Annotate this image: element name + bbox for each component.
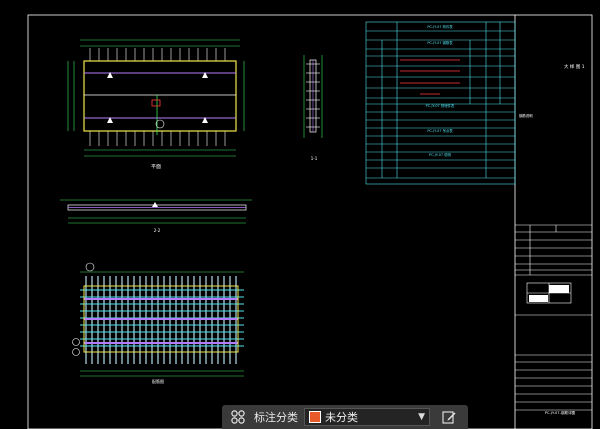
schedule-tables[interactable] [365, 21, 516, 185]
table-title-4: PC-JY-07 吊点表 [427, 128, 453, 133]
drawing-frame [27, 14, 593, 429]
category-color-swatch [309, 411, 321, 423]
category-select[interactable]: 未分类 ▼ [304, 408, 430, 426]
table-title-2: PC-JY-07 钢筋表 [427, 40, 453, 45]
section-2-2-label: 2-2 [154, 228, 161, 233]
rebar-view[interactable]: 配筋图 [72, 262, 245, 384]
table-title-3: PC-JY-07 预埋件表 [426, 103, 455, 108]
plan-view-label: 平面 [151, 164, 161, 170]
table-title-1: PC-JY-07 构件表 [427, 24, 453, 29]
grid-icon[interactable] [226, 405, 250, 429]
chevron-down-icon: ▼ [418, 412, 425, 422]
edit-icon[interactable] [438, 406, 460, 428]
rebar-view-label: 配筋图 [152, 378, 164, 384]
annotation-category-label: 标注分类 [254, 411, 298, 424]
section-1-1-label: 1-1 [311, 156, 318, 161]
section-2-2[interactable]: 2-2 [60, 199, 252, 233]
right-note: 大 样 图 1 [564, 63, 585, 70]
annotation-toolbar: 标注分类 未分类 ▼ [222, 405, 468, 429]
small-note: 钢筋说明 [519, 113, 533, 118]
category-select-value: 未分类 [325, 411, 358, 424]
table-title-5: PC-JY-07 说明 [429, 152, 451, 157]
title-block [515, 224, 592, 411]
title-block-code: PC-JY-07-钢筋详图 [545, 410, 576, 415]
section-1-1[interactable]: 1-1 [303, 55, 323, 161]
plan-view[interactable]: 平面 [67, 39, 245, 170]
